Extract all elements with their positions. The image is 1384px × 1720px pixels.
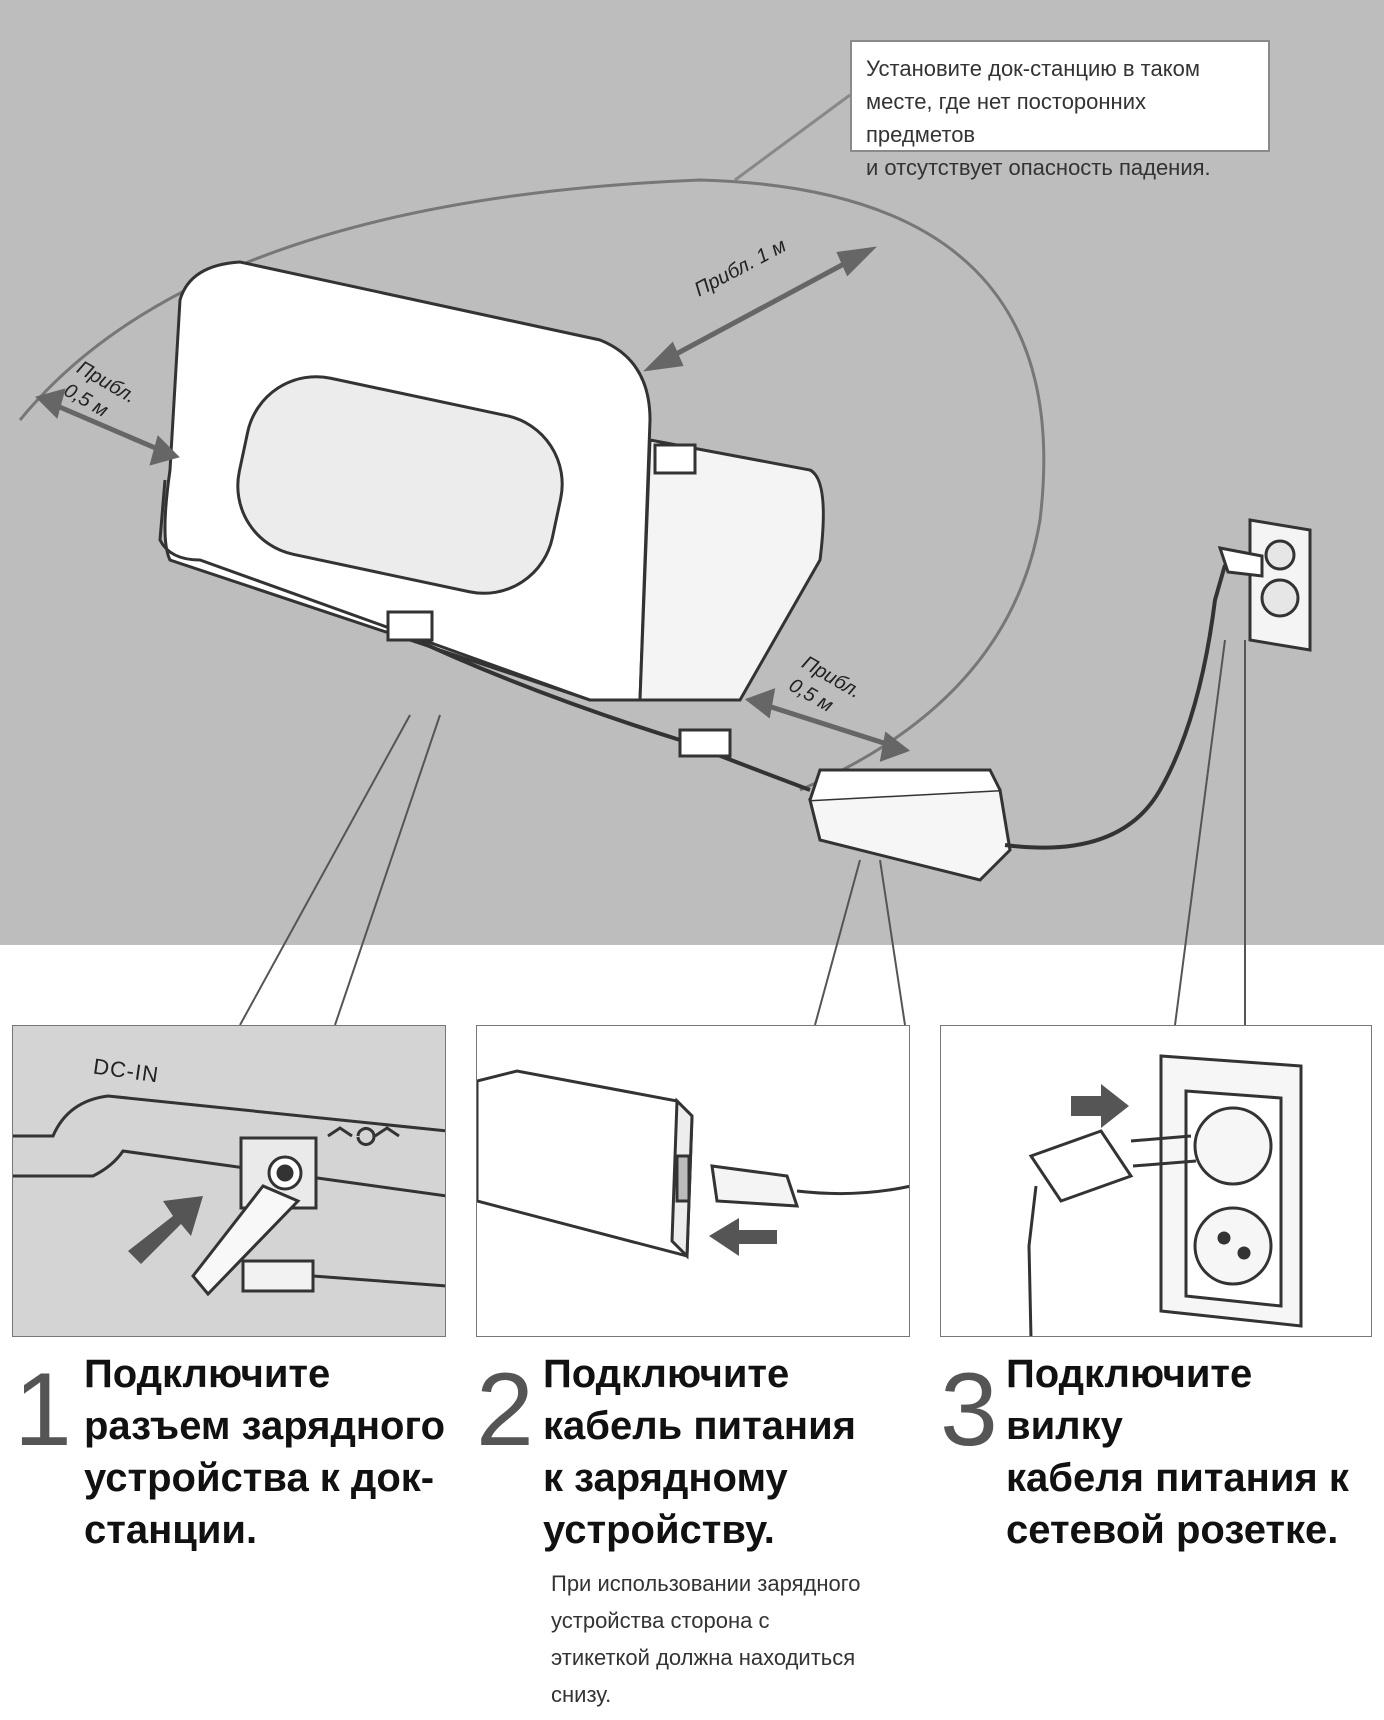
step-3-line-2: кабеля питания к [1006,1452,1376,1504]
detail-panel-socket [940,1025,1372,1337]
step-1-line-3: устройства к док- [84,1452,464,1504]
detail-panel-dc-in: DC-IN [12,1025,446,1337]
insert-arrow-icon [128,1196,203,1264]
step-2-line-3: к зарядному [543,1452,923,1504]
step-3-number: 3 [940,1358,998,1462]
step-1-number: 1 [14,1358,72,1462]
socket-illustration [941,1026,1372,1337]
step-2-text: Подключите кабель питания к зарядному ус… [543,1348,923,1556]
step-3-text: Подключите вилку кабеля питания к сетево… [1006,1348,1376,1556]
dc-in-illustration [13,1026,446,1337]
zoom-lines [0,0,1384,1040]
step-2-line-4: устройству. [543,1504,923,1556]
charger-illustration [477,1026,910,1337]
step-2-line-1: Подключите [543,1348,923,1400]
step-1-line-1: Подключите [84,1348,464,1400]
insert-arrow-icon [709,1218,777,1256]
note-line-1: При использовании зарядного [551,1565,911,1602]
step-1-line-4: станции. [84,1504,464,1556]
charger-orientation-note: При использовании зарядного устройства с… [551,1565,911,1713]
step-2-line-2: кабель питания [543,1400,923,1452]
step-3-line-3: сетевой розетке. [1006,1504,1376,1556]
note-line-4: снизу. [551,1676,911,1713]
step-3-line-1: Подключите вилку [1006,1348,1376,1452]
note-line-3: этикеткой должна находиться [551,1639,911,1676]
detail-panel-charger [476,1025,910,1337]
insert-arrow-icon [1071,1084,1129,1128]
note-line-2: устройства сторона с [551,1602,911,1639]
step-1-text: Подключите разъем зарядного устройства к… [84,1348,464,1556]
step-2-number: 2 [476,1358,534,1462]
step-1-line-2: разъем зарядного [84,1400,464,1452]
